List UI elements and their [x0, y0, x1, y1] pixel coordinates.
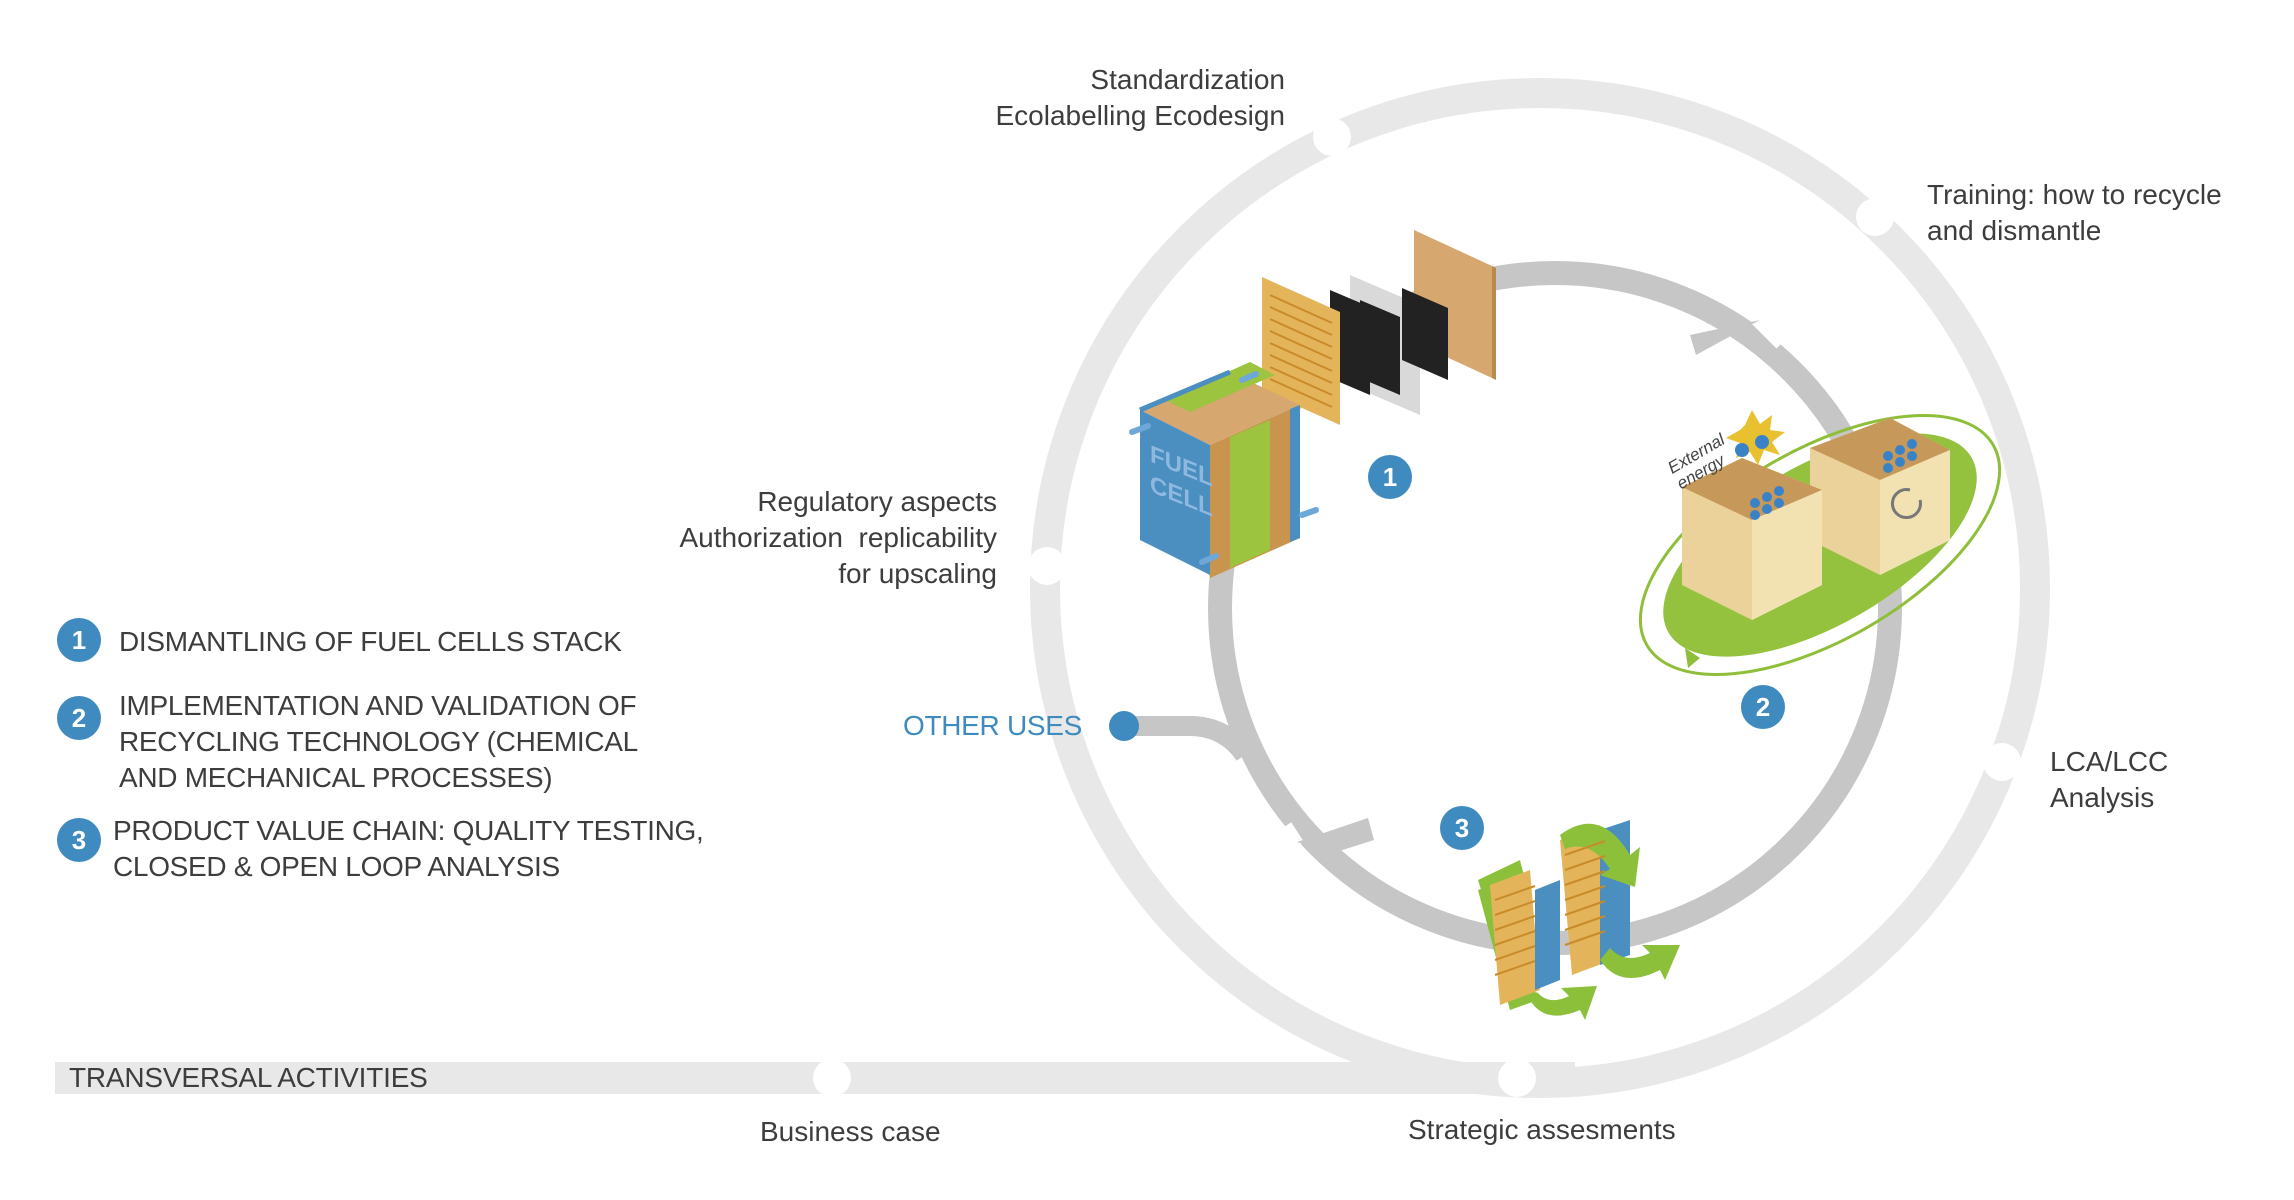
label-standardization: Standardization Ecolabelling Ecodesign [995, 64, 1285, 131]
stage-badge-1[interactable]: 1 [1368, 455, 1412, 499]
transversal-activities-label: TRANSVERSAL ACTIVITIES [69, 1062, 428, 1093]
legend-item-2: IMPLEMENTATION AND VALIDATION OF RECYCLI… [119, 690, 638, 793]
label-training: Training: how to recycle and dismantle [1927, 179, 2222, 246]
other-uses-branch [1124, 716, 1254, 761]
label-regulatory: Regulatory aspects Authorization replica… [679, 486, 998, 589]
recycling-boxes-illustration [1638, 410, 2002, 676]
label-business-case: Business case [760, 1116, 941, 1147]
stage-badge-3[interactable]: 3 [1440, 806, 1484, 850]
milestone-dot-lca[interactable] [1983, 743, 2021, 781]
legend-item-3: PRODUCT VALUE CHAIN: QUALITY TESTING, CL… [113, 815, 704, 882]
fuel-cell-stack-illustration [1129, 230, 1496, 578]
cycle-arrow-lower-left [1282, 818, 1374, 854]
label-strategic: Strategic assesments [1408, 1114, 1676, 1145]
legend-badge-1: 1 [57, 618, 101, 662]
other-uses-dot[interactable] [1109, 711, 1139, 741]
legend-item-1: DISMANTLING OF FUEL CELLS STACK [119, 626, 622, 657]
milestone-dot-business-case[interactable] [813, 1059, 851, 1097]
legend-badge-3: 3 [57, 818, 101, 862]
cycle-arrow-upper-right [1690, 316, 1784, 355]
milestone-dot-strategic[interactable] [1498, 1059, 1536, 1097]
milestone-dot-training[interactable] [1856, 198, 1894, 236]
label-lca: LCA/LCC Analysis [2050, 746, 2169, 813]
legend-badge-2: 2 [57, 696, 101, 740]
stage-badge-2[interactable]: 2 [1741, 685, 1785, 729]
milestone-dot-regulatory[interactable] [1028, 547, 1066, 585]
recycled-plates-illustration [1478, 820, 1680, 1020]
outer-ring [1030, 78, 2050, 1098]
milestone-dot-standardization[interactable] [1313, 118, 1351, 156]
other-uses-label[interactable]: OTHER USES [902, 710, 1082, 741]
